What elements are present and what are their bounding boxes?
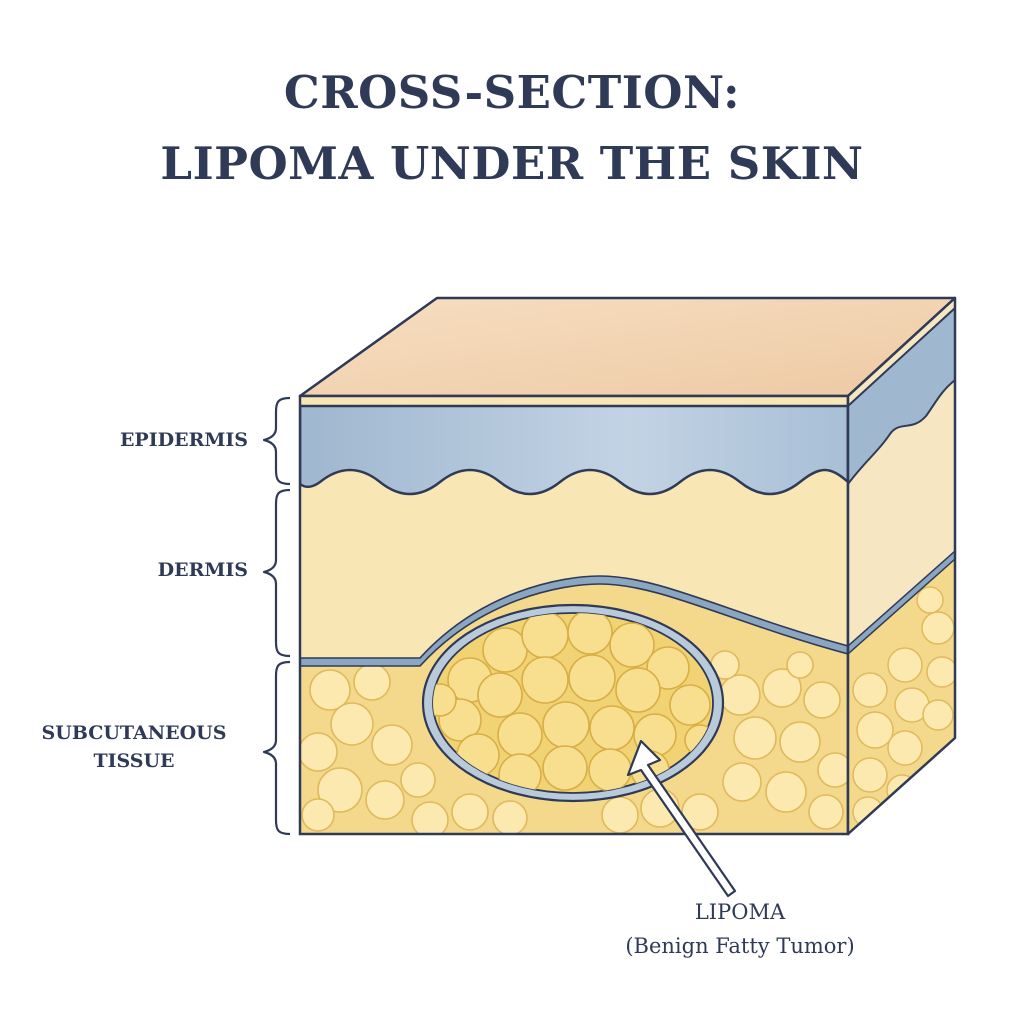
label-lipoma: LIPOMA — [694, 900, 786, 924]
label-subcutaneous-line1: SUBCUTANEOUS — [41, 722, 227, 744]
dermis-bracket — [262, 488, 291, 658]
label-subcutaneous: SUBCUTANEOUS TISSUE — [20, 719, 248, 775]
skin-surface-top — [298, 296, 957, 398]
label-epidermis: EPIDERMIS — [119, 429, 248, 451]
title-line-2: LIPOMA UNDER THE SKIN — [160, 137, 864, 190]
lipoma — [421, 603, 725, 803]
layer-brackets — [262, 396, 291, 836]
label-dermis: DERMIS — [157, 559, 248, 581]
side-face — [848, 298, 955, 834]
lipoma-pointer-arrow — [626, 739, 737, 898]
epidermis-bracket — [262, 396, 291, 486]
side-face-outline — [846, 296, 957, 836]
label-subcutaneous-line2: TISSUE — [93, 750, 175, 772]
title-line-1: CROSS-SECTION: — [283, 66, 741, 119]
epidermis-layer — [300, 404, 848, 496]
subcutaneous-bracket — [262, 660, 291, 836]
label-lipoma-detail: (Benign Fatty Tumor) — [625, 934, 855, 958]
